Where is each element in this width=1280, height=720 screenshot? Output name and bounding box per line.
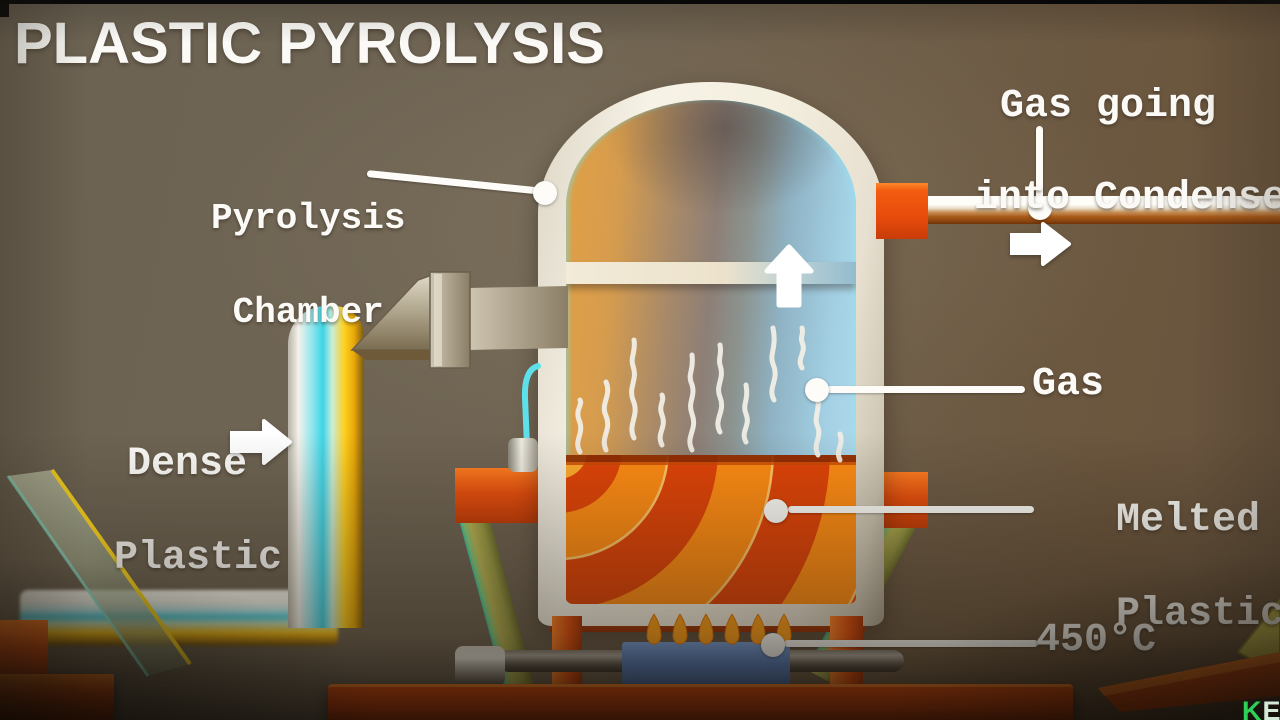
burner-rod-cap [455,646,505,686]
leader-line-melted [788,506,1034,513]
watermark: KE [1242,696,1280,720]
page-title: PLASTIC PYROLYSIS [14,11,605,76]
arrow-up-icon [764,244,814,308]
label-line: Plastic [114,536,283,581]
label-temperature: 450°C [1036,618,1157,663]
label-line: Melted [1116,498,1261,543]
label-pyrolysis-chamber: Pyrolysis Chamber [95,148,435,383]
leader-dot-pyrolysis [533,181,557,205]
label-line: Dense [126,442,248,487]
watermark-letter: E [1262,696,1280,720]
label-line: Chamber [232,292,384,333]
gas-wisps [575,325,844,463]
label-dense-plastic: Dense Plastic [18,394,282,629]
base-platform [328,684,1073,720]
pyrolysis-chamber-interior [566,100,856,604]
leader-dot-melted [764,499,788,523]
watermark-letter: K [1242,696,1263,720]
gauge-cylinder [508,438,538,472]
top-letterbox-bar [0,0,1280,4]
label-gas: Gas [1032,362,1105,407]
leader-line-temperature [784,640,1038,647]
label-line: into Condenser [974,176,1280,221]
leader-line-gas [827,386,1025,393]
label-line: Pyrolysis [210,198,406,239]
leader-dot-gas [805,378,829,402]
arrow-right-icon [1010,222,1071,266]
label-line: Gas going [999,84,1217,129]
corner-notch [0,0,9,17]
arrow-right-icon [230,419,292,465]
leader-dot-temperature [761,633,785,657]
